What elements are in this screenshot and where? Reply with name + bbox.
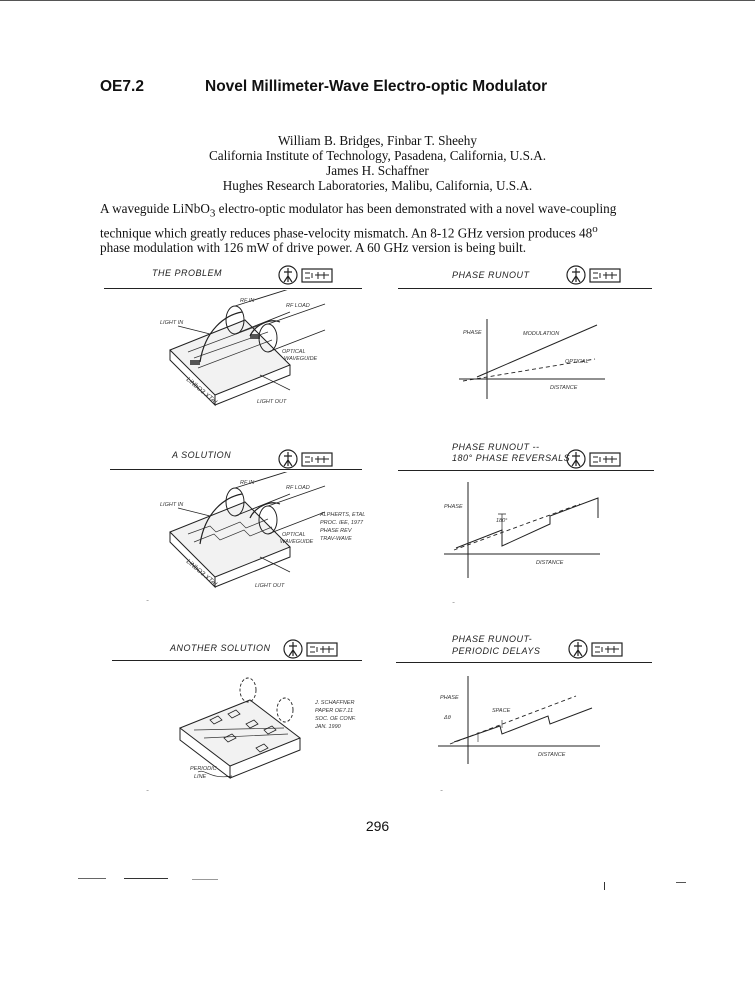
panel-4-title-line-2: 180° PHASE REVERSALS [452, 453, 571, 463]
panel-5-figure: J. SCHAFFNER PAPER OE7.11 SOC. OE CONF. … [178, 677, 356, 780]
panel-3-title: A SOLUTION [172, 450, 232, 460]
panel-1-label-light-out: LIGHT OUT [257, 399, 287, 405]
panel-2-ylabel: PHASE [463, 330, 482, 336]
abstract-line-2: technique which greatly reduces phase-ve… [100, 222, 598, 241]
abstract-line-1: A waveguide LiNbO3 electro-optic modulat… [100, 201, 617, 220]
panel-5-footnote-scribble: ~ [146, 788, 149, 793]
panel-3-figure: RF IN RF LOAD LIGHT IN OPTICAL WAVEGUIDE… [160, 472, 365, 589]
panel-2-graph: PHASE MODULATION OPTICAL DISTANCE [459, 319, 605, 399]
panel-6-label-delta: Δθ [443, 715, 451, 721]
hughes-logo-icon [566, 265, 621, 285]
panel-5-rule [112, 660, 362, 661]
panel-5-label-periodic: PERIODIC [190, 766, 217, 772]
panel-5-title: ANOTHER SOLUTION [170, 643, 271, 653]
scan-artifact [604, 882, 605, 890]
panel-3-note-line-4: TRAV-WAVE [320, 536, 352, 542]
scan-artifact [192, 879, 218, 880]
panel-2-rule [398, 288, 652, 289]
hughes-logo-icon [278, 449, 333, 469]
panel-3-rule [110, 469, 362, 470]
panel-3-label-rf-in: RF IN [240, 480, 254, 486]
hughes-logo-icon [283, 639, 338, 659]
panel-1-label-rf-load: RF LOAD [286, 303, 310, 309]
author-names-2: James H. Schaffner [326, 163, 429, 178]
panel-2-label-modulation: MODULATION [523, 331, 559, 337]
panel-3-footnote-scribble: ~ [146, 598, 149, 603]
scan-artifact [124, 878, 168, 879]
panel-5-note-line-3: SOC. OE CONF. [315, 716, 356, 722]
panel-2-xlabel: DISTANCE [550, 385, 578, 391]
panel-4-label-180: 180° [496, 518, 508, 524]
panel-1-figure: RF IN RF LOAD LIGHT IN OPTICAL WAVEGUIDE… [160, 290, 326, 407]
panel-4-rule [398, 470, 654, 471]
panel-3-note-line-3: PHASE REV [320, 528, 353, 534]
panel-1-title: THE PROBLEM [152, 268, 223, 278]
page-number: 296 [365, 818, 390, 834]
panel-6-ylabel: PHASE [440, 695, 459, 701]
panel-6-title-line-2: PERIODIC DELAYS [452, 646, 541, 656]
panel-6-footnote-scribble: ~ [440, 788, 443, 793]
panel-3-label-optical: OPTICAL [282, 532, 306, 538]
panel-3-note-line-2: PROC. IEE, 1977 [320, 520, 364, 526]
panel-3-note-line-1: ALPHERTS, ETAL [319, 512, 365, 518]
panel-3-label-light-out: LIGHT OUT [255, 583, 285, 589]
abstract-line-3: phase modulation with 126 mW of drive po… [100, 240, 527, 256]
panel-5-label-line: LINE [194, 774, 207, 780]
panel-6-title-line-1: PHASE RUNOUT- [452, 634, 533, 644]
panel-5-note-line-4: JAN. 1990 [314, 724, 342, 730]
abstract: A waveguide LiNbO3 electro-optic modulat… [100, 201, 655, 255]
paper-title: Novel Millimeter-Wave Electro-optic Modu… [205, 78, 548, 95]
panel-5-note-line-2: PAPER OE7.11 [315, 708, 353, 714]
panel-3-label-waveguide: WAVEGUIDE [280, 539, 314, 545]
panel-4-xlabel: DISTANCE [536, 560, 564, 566]
paper-code: OE7.2 [100, 78, 144, 95]
panel-3-label-light-in: LIGHT IN [160, 502, 183, 508]
panel-3-label-rf-load: RF LOAD [286, 485, 310, 491]
panel-2-title: PHASE RUNOUT [452, 270, 530, 280]
panel-2-label-optical: OPTICAL [565, 359, 589, 365]
scan-top-edge [0, 0, 755, 1]
scan-artifact [676, 882, 686, 883]
author-names-1: William B. Bridges, Finbar T. Sheehy [278, 133, 477, 148]
panel-6-xlabel: DISTANCE [538, 752, 566, 758]
panel-4-footnote-scribble: ~ [452, 600, 455, 605]
panel-5-note-line-1: J. SCHAFFNER [314, 700, 354, 706]
panel-4-graph: PHASE 180° DISTANCE [444, 482, 600, 578]
panel-6-label-space: SPACE [492, 708, 511, 714]
panel-6-rule [396, 662, 652, 663]
panel-1-label-optical: OPTICAL [282, 349, 306, 355]
panel-1-label-waveguide: WAVEGUIDE [284, 356, 318, 362]
author-block: William B. Bridges, Finbar T. Sheehy Cal… [0, 133, 755, 193]
panel-1-label-light-in: LIGHT IN [160, 320, 183, 326]
hughes-logo-icon [566, 449, 621, 469]
panel-4-ylabel: PHASE [444, 504, 463, 510]
panel-1-rule [104, 288, 362, 289]
affiliation-1: California Institute of Technology, Pasa… [208, 148, 547, 163]
scan-artifact [78, 878, 106, 879]
hughes-logo-icon [278, 265, 333, 285]
panel-6-graph: PHASE Δθ SPACE DISTANCE [438, 676, 600, 764]
affiliation-2: Hughes Research Laboratories, Malibu, Ca… [222, 178, 533, 193]
panel-4-title-line-1: PHASE RUNOUT -- [452, 442, 540, 452]
panel-1-label-rf-in: RF IN [240, 298, 254, 304]
hughes-logo-icon [568, 639, 623, 659]
